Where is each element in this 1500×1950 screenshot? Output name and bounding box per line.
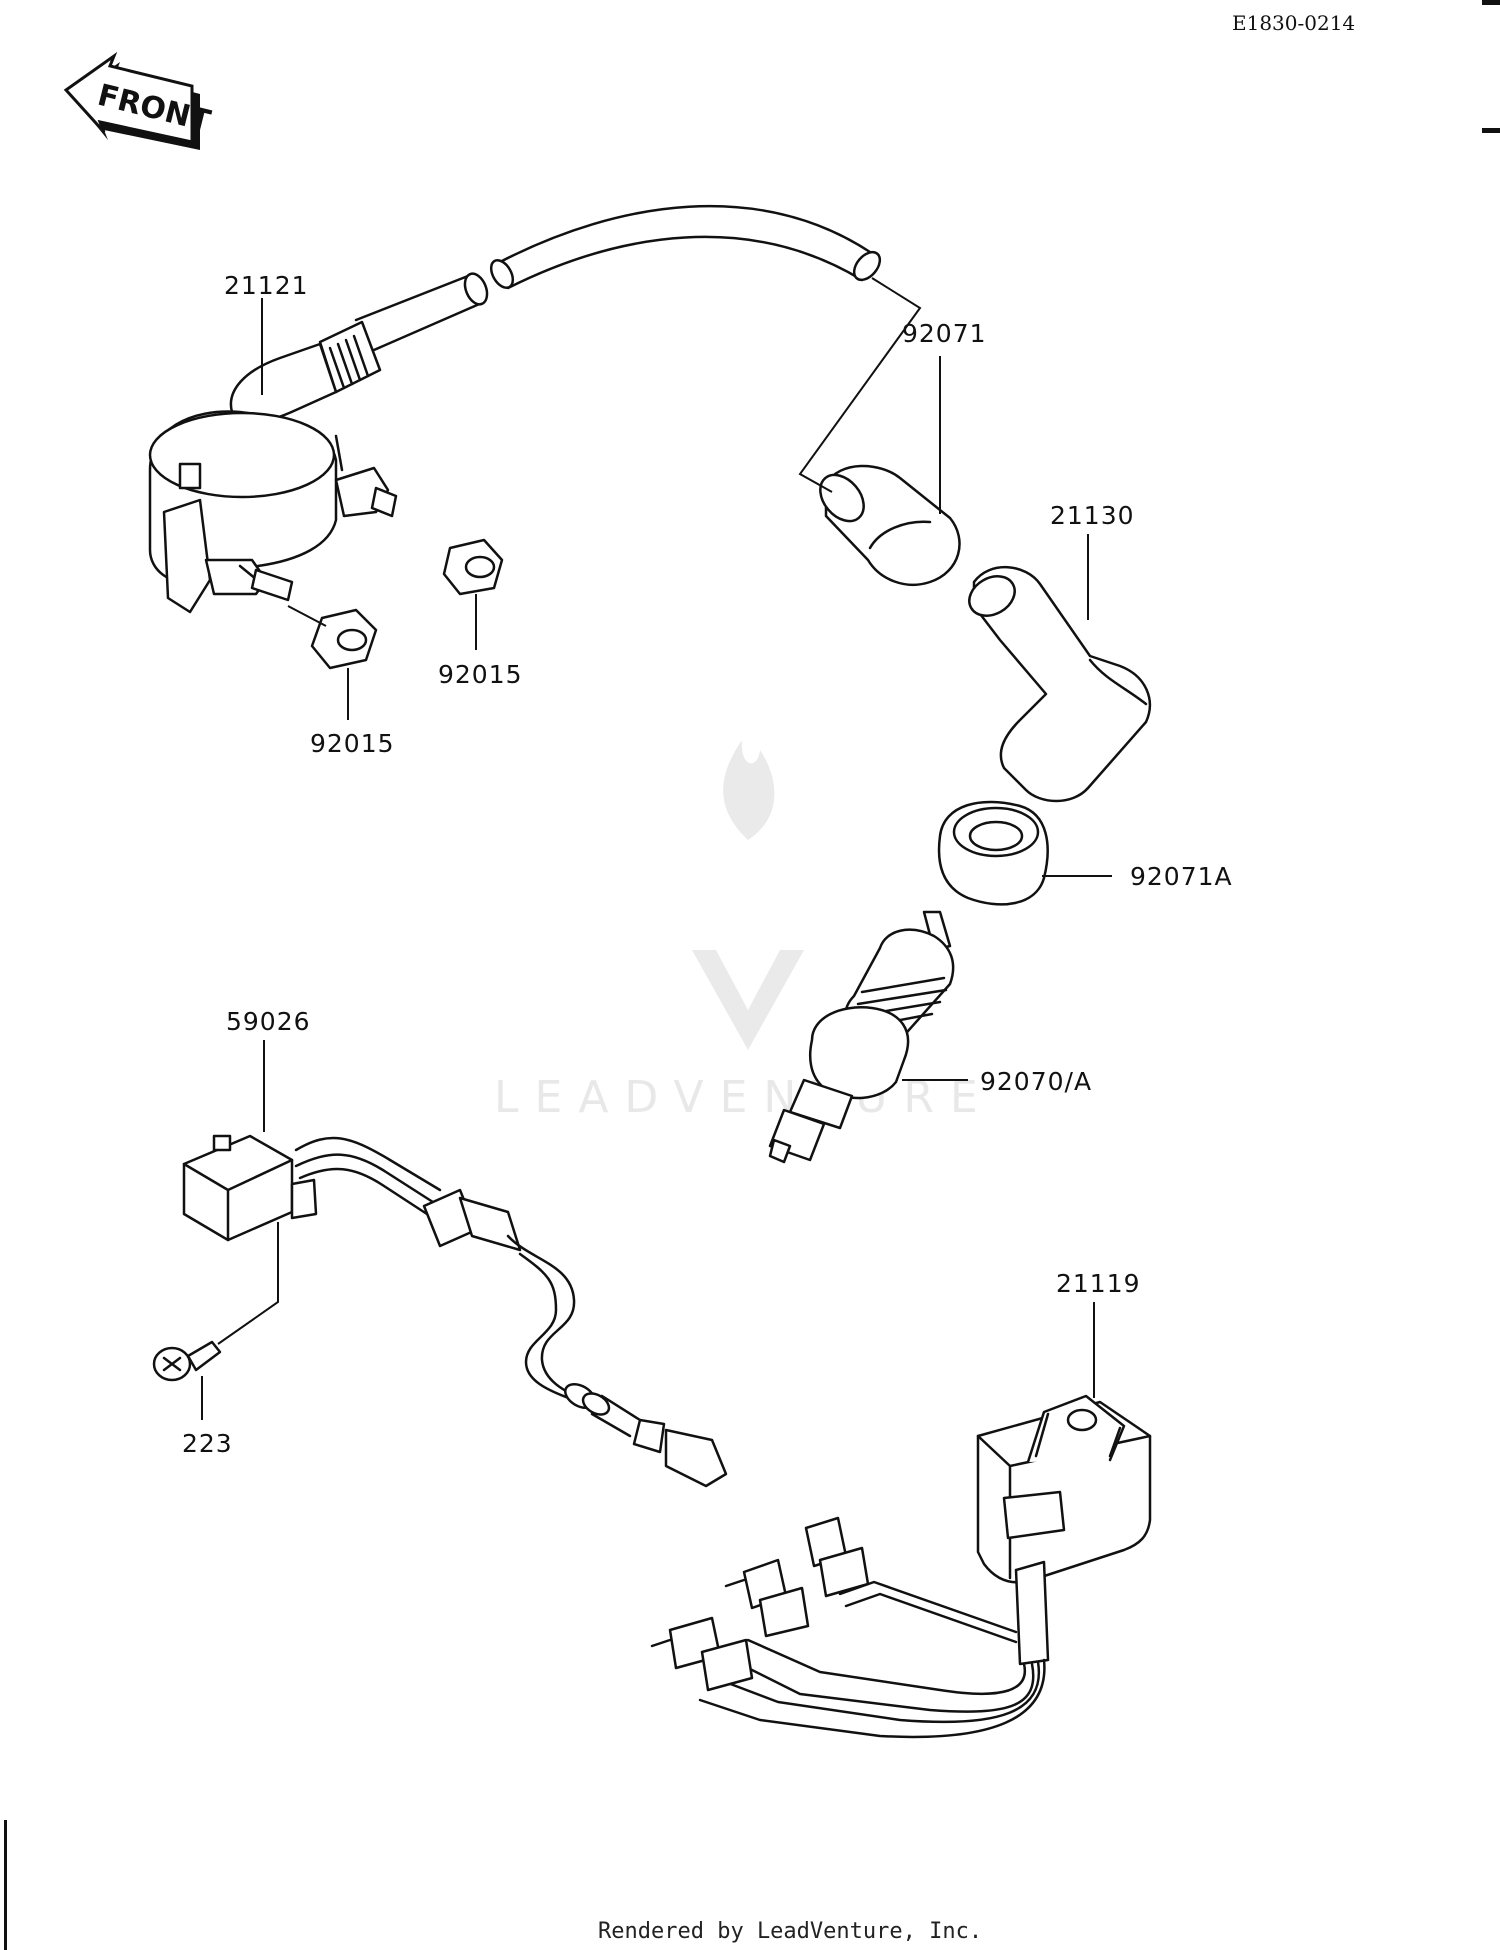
footer-credit: Rendered by LeadVenture, Inc. xyxy=(598,1919,982,1944)
plug-cap-21130 xyxy=(968,566,1151,803)
part-label-21121: 21121 xyxy=(224,271,309,300)
relay-59026 xyxy=(182,1134,728,1488)
edge-mark xyxy=(4,1820,7,1950)
edge-mark xyxy=(1482,128,1500,133)
watermark-logo: LEADVENTURE xyxy=(494,740,978,1123)
part-label-21130: 21130 xyxy=(1050,501,1135,530)
part-label-92071A: 92071A xyxy=(1130,862,1233,891)
part-label-21119: 21119 xyxy=(1056,1269,1141,1298)
front-arrow-icon: FRONT xyxy=(63,51,214,150)
cap-92071 xyxy=(819,464,961,587)
part-label-92015: 92015 xyxy=(310,729,395,758)
spark-plug xyxy=(768,910,955,1164)
part-label-92070A: 92070/A xyxy=(980,1067,1092,1096)
seal-92071A xyxy=(937,800,1049,906)
leader-line xyxy=(217,1222,279,1345)
part-label-223: 223 xyxy=(182,1429,233,1458)
cdi-unit-21119 xyxy=(650,1394,1152,1739)
part-label-92071: 92071 xyxy=(902,319,987,348)
part-label-59026: 59026 xyxy=(226,1007,311,1036)
edge-mark xyxy=(1482,0,1500,5)
diagram-code: E1830-0214 xyxy=(1232,11,1355,35)
nut-92015 xyxy=(442,538,504,596)
ignition-coil xyxy=(148,204,882,614)
leader-line xyxy=(798,277,922,493)
leader-line xyxy=(287,605,327,627)
part-label-92015: 92015 xyxy=(438,660,523,689)
screw-223 xyxy=(152,1340,222,1382)
nut-92015 xyxy=(310,608,378,670)
